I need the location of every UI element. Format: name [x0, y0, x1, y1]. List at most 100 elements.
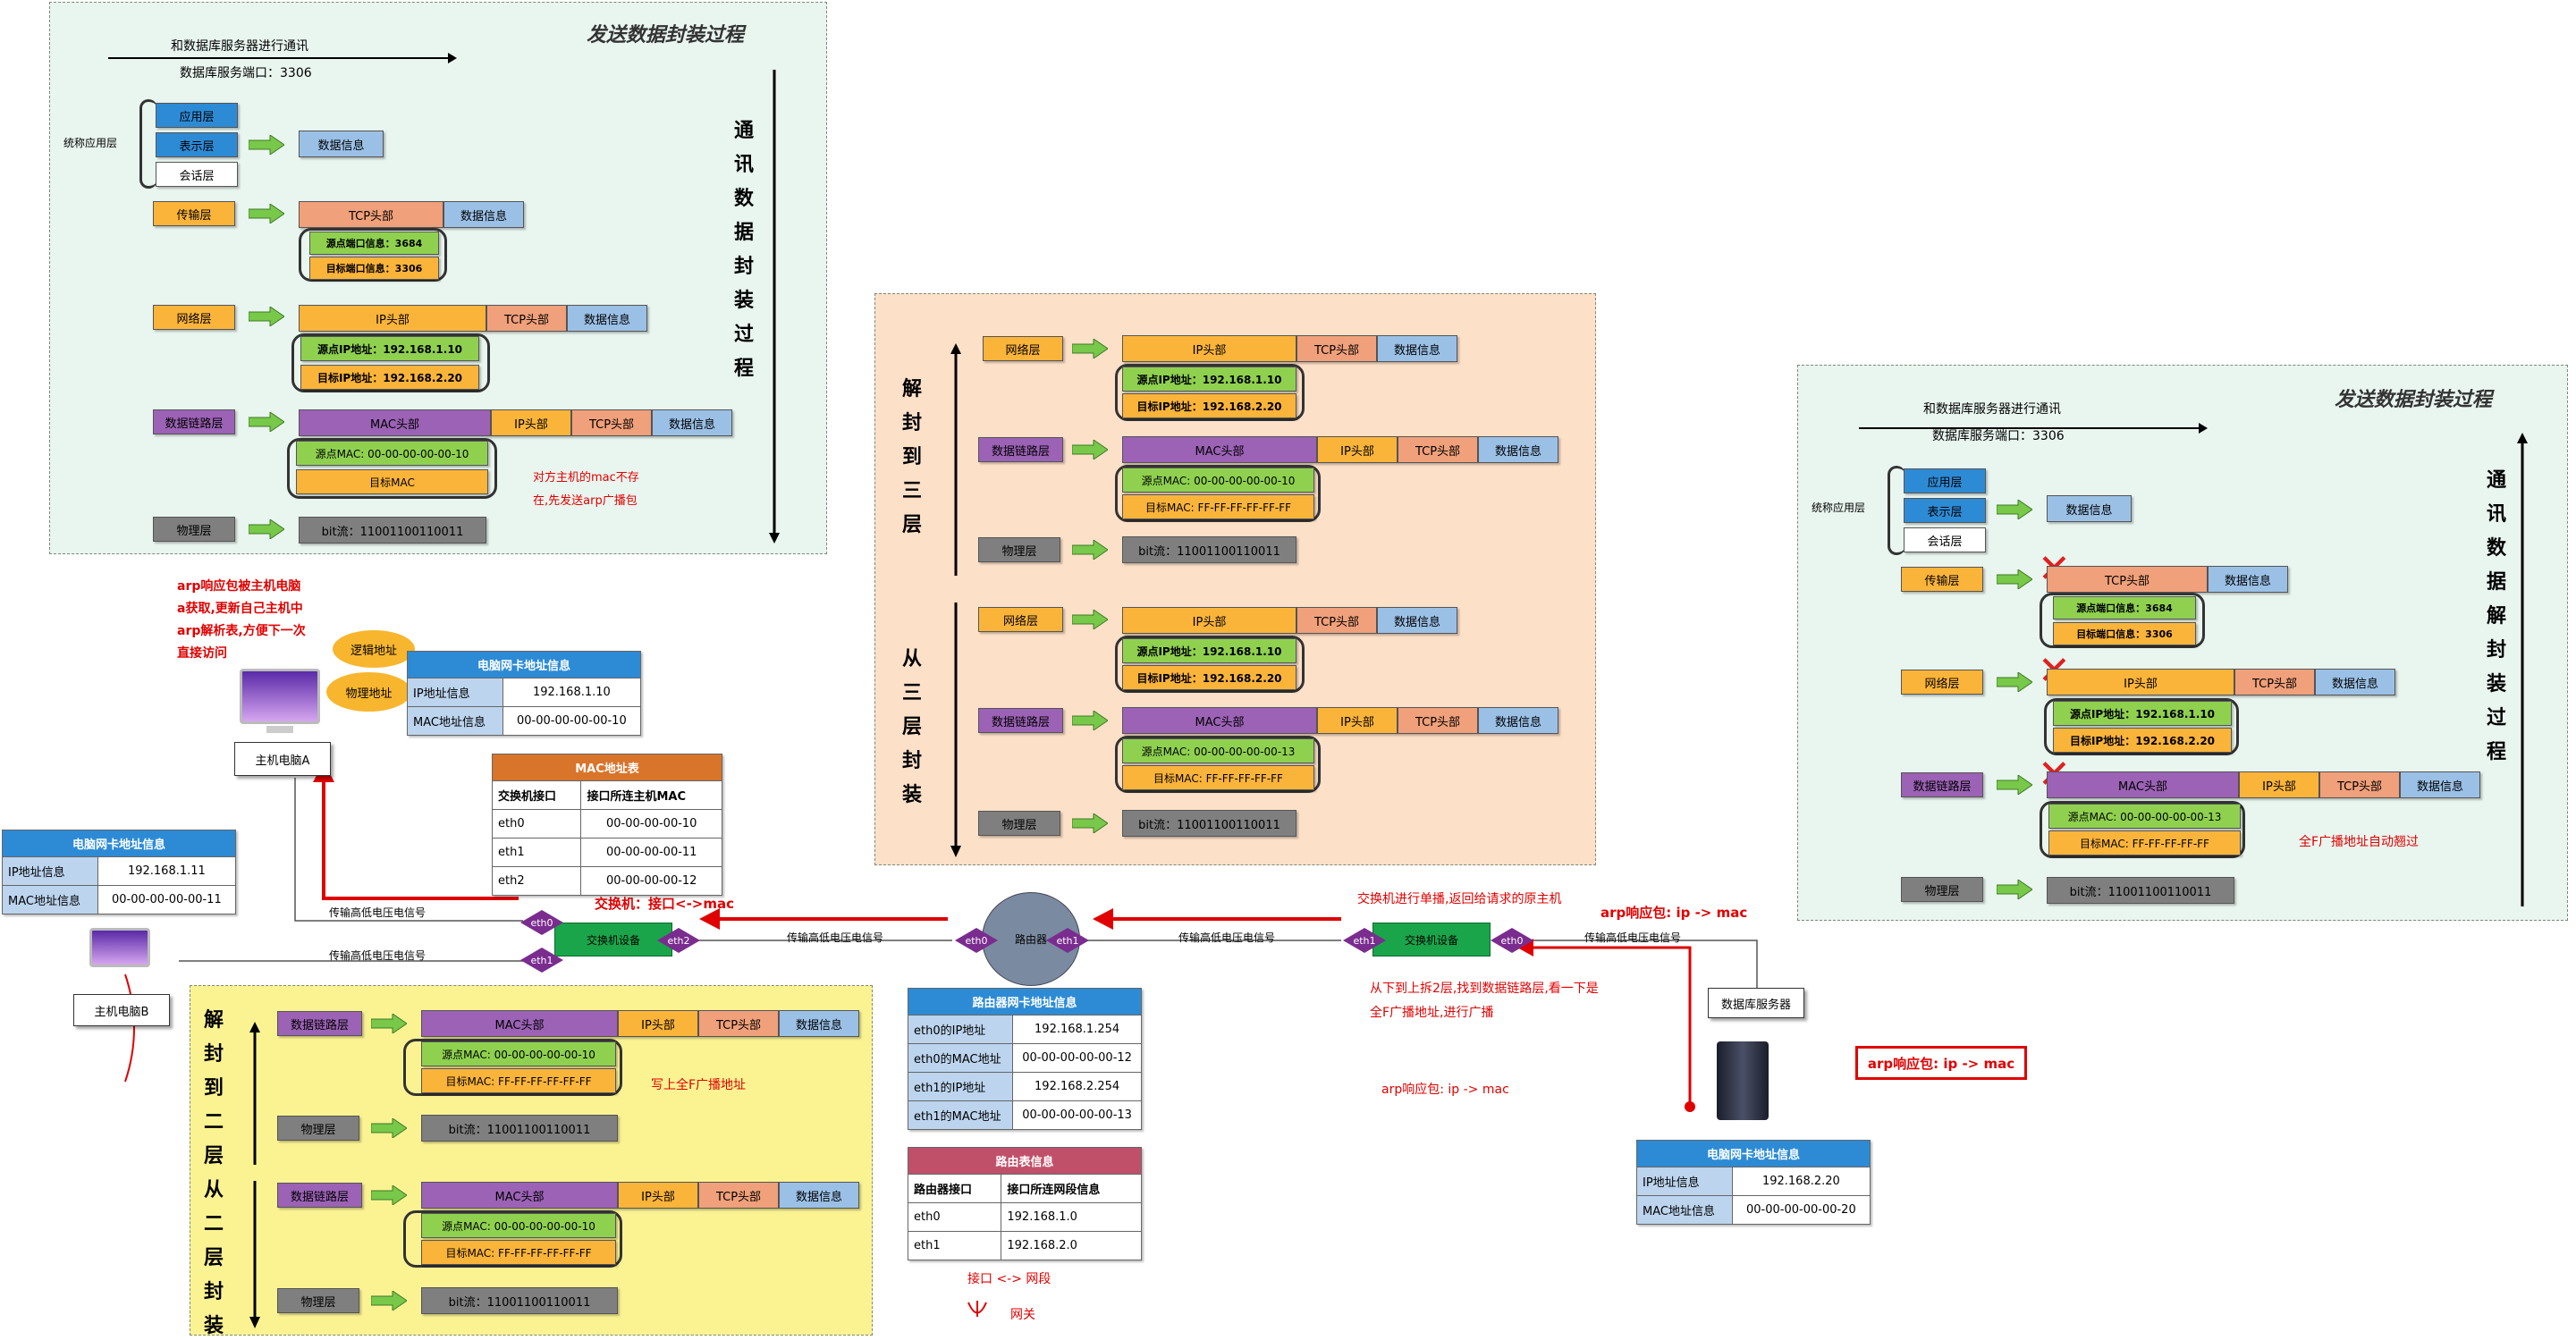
sess-layer: 会话层 — [1904, 527, 1986, 552]
nic-label: eth1的MAC地址 — [907, 1100, 1014, 1130]
nic-label: eth0的MAC地址 — [907, 1043, 1014, 1073]
vertical-char: 到 — [204, 1077, 224, 1100]
tcp-head: TCP头部 — [2319, 771, 2400, 798]
green-arrow — [370, 1290, 408, 1311]
nic-value: 192.168.1.254 — [1012, 1015, 1142, 1044]
green-arrow — [1071, 609, 1109, 630]
mac-head: MAC头部 — [421, 1182, 618, 1209]
data-info: 数据信息 — [779, 1182, 859, 1209]
data-info: 数据信息 — [652, 409, 732, 436]
vertical-char: 三 — [902, 682, 923, 704]
nic-label: eth0的IP地址 — [907, 1015, 1014, 1044]
dst-mac: 目标MAC: FF-FF-FF-FF-FF — [2048, 830, 2241, 855]
comm-arrow — [1859, 423, 2208, 434]
switch-device-1[interactable]: 交换机设备 — [554, 923, 672, 957]
brace — [1115, 364, 1305, 421]
vertical-char: 据 — [2487, 571, 2507, 594]
brace — [403, 1210, 622, 1268]
table-cell: eth0 — [491, 809, 582, 839]
physical-layer: 物理层 — [277, 1116, 359, 1141]
vertical-title: 通讯数据封装过程 — [734, 114, 754, 386]
dst-port: 目标端口信息：3306 — [309, 257, 439, 280]
vertical-encap2: 从二层封装 — [204, 1174, 224, 1340]
brace — [1115, 465, 1321, 522]
tcp-head: TCP头部 — [571, 409, 652, 436]
table-cell: eth2 — [491, 866, 582, 896]
ip-head: IP头部 — [2239, 771, 2319, 798]
arp-ip-mac-note-2: arp响应包: ip -> mac — [1381, 1083, 1509, 1097]
vertical-decap3: 解封到三层 — [902, 373, 922, 543]
switch-device-2[interactable]: 交换机设备 — [1372, 923, 1491, 957]
brace — [299, 228, 447, 282]
datalink-layer: 数据链路层 — [277, 1011, 362, 1036]
db-comm-text: 和数据库服务器进行通讯 — [171, 39, 308, 54]
ip-head: IP头部 — [491, 409, 571, 436]
panel-send-encapsulation: 发送数据封装过程 和数据库服务器进行通讯 数据库服务端口：3306 通讯数据封装… — [49, 2, 827, 554]
green-arrow — [370, 1184, 408, 1206]
green-arrow — [370, 1013, 408, 1034]
db-comm-text: 和数据库服务器进行通讯 — [1923, 402, 2061, 417]
host-b[interactable]: 主机电脑B — [73, 994, 170, 1026]
arp-reply-note-4: 直接访问 — [177, 646, 227, 661]
datalink-layer: 数据链路层 — [1901, 772, 1983, 797]
ip-head: IP头部 — [2047, 669, 2234, 695]
nic-value: 00-00-00-00-00-11 — [97, 885, 237, 914]
host-a[interactable]: 主机电脑A — [234, 742, 331, 776]
nic-value: 00-00-00-00-00-20 — [1731, 1195, 1871, 1225]
src-port: 源点端口信息：3684 — [309, 232, 439, 255]
nic-label: IP地址信息 — [2, 856, 98, 886]
green-arrow — [248, 306, 285, 327]
note-gateway: 网关 — [1010, 1308, 1035, 1322]
green-arrow — [1071, 539, 1109, 560]
green-arrow — [370, 1117, 408, 1139]
physical-layer: 物理层 — [1901, 877, 1983, 902]
nic-title: 电脑网卡地址信息 — [1636, 1140, 1871, 1167]
physical-layer: 物理层 — [277, 1288, 359, 1313]
pres-layer: 表示层 — [156, 132, 238, 157]
network-layer: 网络层 — [983, 336, 1063, 361]
wire-label: 传输高低电压电信号 — [329, 949, 427, 962]
monitor-stand — [266, 726, 293, 733]
wire-label: 传输高低电压电信号 — [787, 931, 884, 944]
up-arrow — [2517, 433, 2528, 906]
panel-receive-decap: 发送数据封装过程 和数据库服务器进行通讯 数据库服务端口：3306 通讯数据解封… — [1797, 365, 2568, 921]
vertical-char: 装 — [2487, 673, 2507, 695]
bitstream: bit流：11001100110011 — [421, 1287, 618, 1314]
green-arrow — [1996, 774, 2033, 796]
dst-ip: 目标IP地址：192.168.2.20 — [2053, 728, 2232, 753]
dst-ip: 目标IP地址：192.168.2.20 — [300, 365, 479, 390]
arp-ip-mac-note: arp响应包: ip -> mac — [1600, 905, 1748, 921]
nic-value: 00-00-00-00-00-13 — [1012, 1100, 1142, 1130]
datalink-layer: 数据链路层 — [978, 708, 1063, 733]
src-mac: 源点MAC: 00-00-00-00-00-10 — [1122, 468, 1314, 493]
vertical-char: 层 — [902, 514, 923, 536]
vertical-encap3: 从三层封装 — [902, 643, 922, 813]
green-arrow — [1071, 813, 1109, 834]
arp-reply-note-1: arp响应包被主机电脑 — [177, 579, 301, 594]
data-info: 数据信息 — [779, 1010, 859, 1037]
vertical-char: 封 — [204, 1043, 224, 1066]
db-server[interactable]: 数据库服务器 — [1708, 988, 1804, 1018]
vertical-char: 解 — [902, 378, 923, 400]
db-port-text: 数据库服务端口：3306 — [1932, 429, 2065, 443]
data-info: 数据信息 — [2047, 495, 2132, 522]
pres-layer: 表示层 — [1904, 498, 1986, 523]
arp-reply-note-3: arp解析表,方便下一次 — [177, 624, 306, 638]
db-port-text: 数据库服务端口：3306 — [180, 66, 312, 80]
vertical-char: 装 — [204, 1315, 224, 1337]
panel-title: 发送数据封装过程 — [2335, 389, 2493, 411]
brace — [2044, 698, 2239, 755]
vertical-char: 解 — [2487, 605, 2507, 628]
computer-icon — [240, 669, 320, 724]
col-header: 路由器接口 — [907, 1174, 1002, 1203]
mac-head: MAC头部 — [421, 1010, 618, 1037]
server-icon — [1717, 1041, 1769, 1120]
vertical-char: 数 — [2487, 537, 2507, 560]
down-arrow — [950, 603, 961, 857]
note-write-broadcast: 写上全F广播地址 — [651, 1078, 747, 1092]
mac-head: MAC头部 — [1122, 436, 1317, 463]
ip-head: IP头部 — [618, 1010, 698, 1037]
